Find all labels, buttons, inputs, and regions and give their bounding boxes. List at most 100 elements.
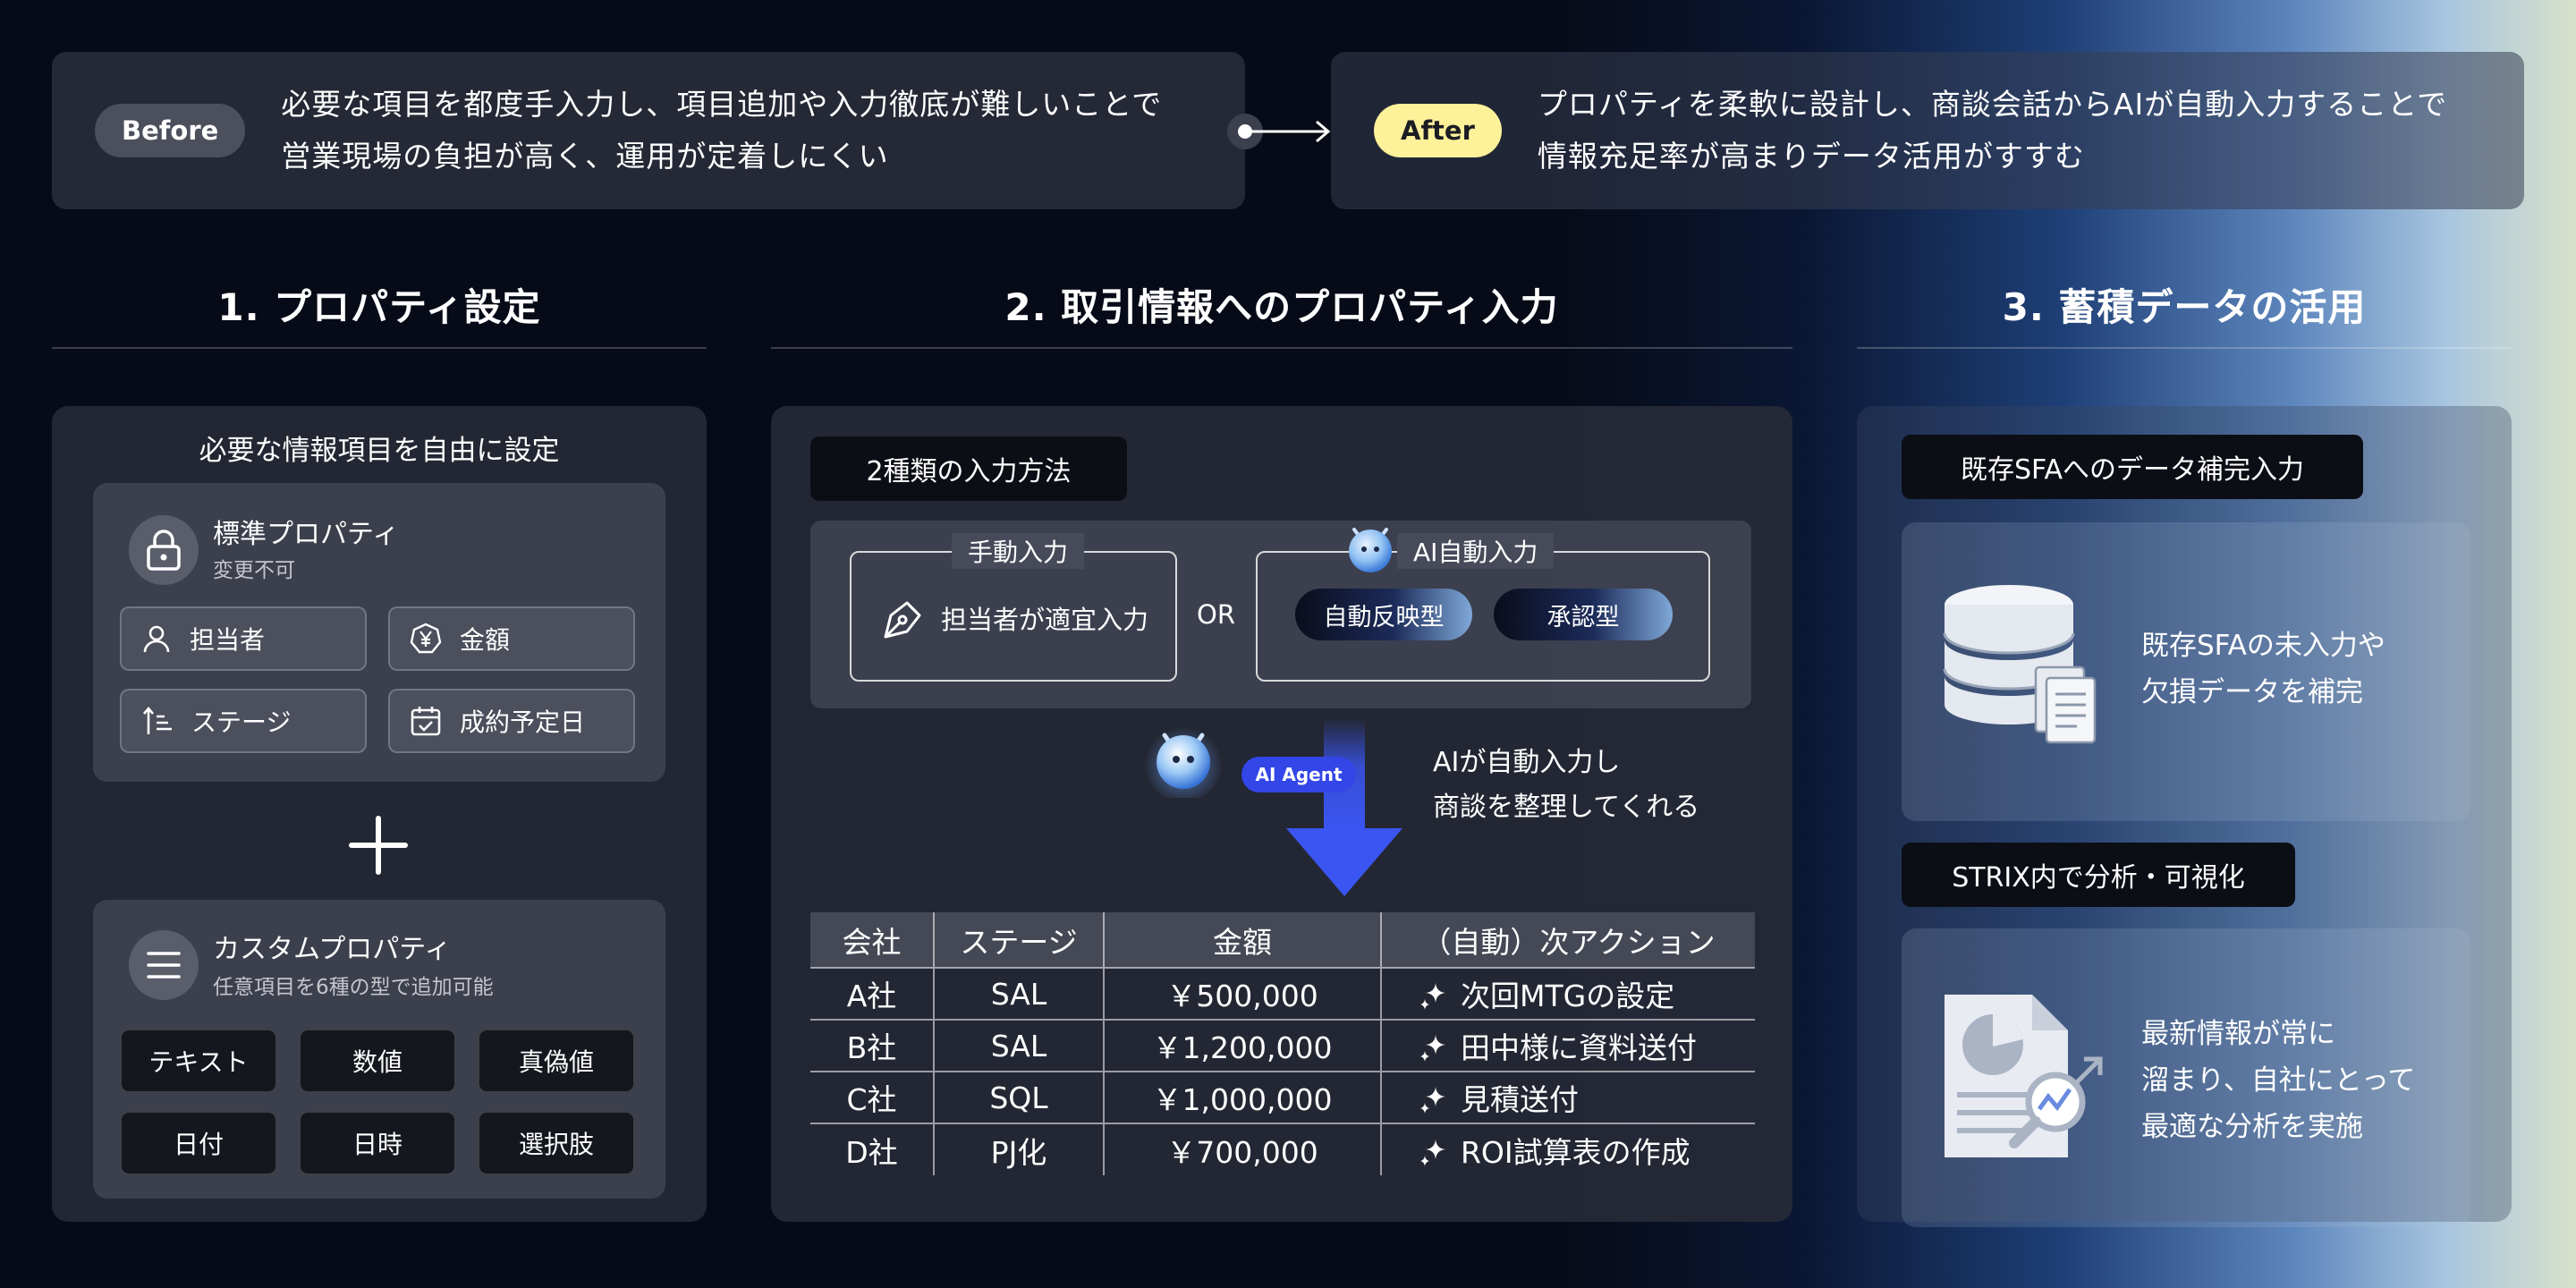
column-header-amount: 金額	[1103, 912, 1381, 968]
analysis-text: 最新情報が常に 溜まり、自社にとって 最適な分析を実施	[2141, 1011, 2415, 1150]
cell-next-action: ROI試算表の作成	[1380, 1123, 1755, 1175]
table-row[interactable]: A社 SAL ￥500,000 次回MTGの設定	[810, 967, 1755, 1020]
sfa-supplement-text-line2: 欠損データを補完	[2141, 676, 2363, 708]
before-after-arrow-icon	[1227, 114, 1331, 149]
pen-icon	[884, 601, 921, 639]
table-row[interactable]: C社 SQL ￥1,000,000 見積送付	[810, 1071, 1755, 1123]
property-assignee[interactable]: 担当者	[120, 606, 367, 671]
analysis-card: 最新情報が常に 溜まり、自社にとって 最適な分析を実施	[1902, 928, 2470, 1227]
section-title-property-setting: 1. プロパティ設定	[52, 277, 707, 349]
property-setting-heading: 必要な情報項目を自由に設定	[199, 435, 560, 467]
deals-table: 会社 ステージ 金額 （自動）次アクション A社 SAL ￥500,000 次回…	[810, 912, 1755, 1175]
plus-icon	[349, 816, 408, 875]
section-title-data-usage: 3. 蓄積データの活用	[1857, 277, 2512, 349]
property-stage-label: ステージ	[191, 708, 292, 737]
input-methods-tag: 2種類の入力方法	[810, 436, 1127, 501]
stage-list-icon	[143, 706, 172, 734]
property-assignee-label: 担当者	[190, 625, 266, 655]
property-close-date[interactable]: 成約予定日	[388, 689, 635, 753]
analysis-text-line2: 溜まり、自社にとって	[2141, 1064, 2416, 1097]
ai-agent-description-line2: 商談を整理してくれる	[1433, 792, 1700, 823]
standard-property-note: 変更不可	[213, 559, 295, 582]
cell-stage: SAL	[933, 1019, 1104, 1072]
table-row[interactable]: B社 SAL ￥1,200,000 田中様に資料送付	[810, 1019, 1755, 1072]
after-box: After プロパティを柔軟に設計し、商談会話からAIが自動入力することで 情報…	[1331, 52, 2524, 209]
ai-agent-description: AIが自動入力し 商談を整理してくれる	[1433, 741, 1699, 830]
custom-property-note: 任意項目を6種の型で追加可能	[213, 976, 494, 999]
before-badge: Before	[95, 104, 246, 157]
calendar-check-icon	[411, 707, 441, 736]
cell-amount: ￥500,000	[1103, 967, 1381, 1020]
after-text-line2: 情報充足率が高まりデータ活用がすすむ	[1537, 139, 2085, 174]
cell-company: D社	[810, 1123, 934, 1175]
property-close-date-label: 成約予定日	[460, 708, 586, 737]
type-date-button[interactable]: 日付	[120, 1111, 277, 1175]
analysis-tag: STRIX内で分析・可視化	[1902, 843, 2295, 907]
mode-auto-apply-button[interactable]: 自動反映型	[1295, 589, 1472, 640]
type-datetime-button[interactable]: 日時	[299, 1111, 456, 1175]
sfa-supplement-text-line1: 既存SFAの未入力や	[2141, 630, 2385, 662]
after-badge: After	[1374, 104, 1502, 157]
standard-property-card: 標準プロパティ 変更不可 担当者 金額 ステージ	[93, 483, 665, 782]
or-label: OR	[1197, 599, 1235, 630]
next-action-text: 見積送付	[1461, 1082, 1579, 1117]
lock-icon	[129, 515, 199, 585]
deal-input-panel: 2種類の入力方法 手動入力 担当者が適宜入力 OR	[771, 406, 1792, 1222]
before-text-line1: 必要な項目を都度手入力し、項目追加や入力徹底が難しいことで	[281, 87, 1163, 122]
cell-amount: ￥1,200,000	[1103, 1019, 1381, 1072]
cell-stage: SQL	[933, 1071, 1104, 1123]
cell-company: A社	[810, 967, 934, 1020]
down-arrow-icon	[1286, 717, 1402, 896]
manual-input-box[interactable]: 手動入力 担当者が適宜入力	[850, 533, 1177, 682]
standard-property-title: 標準プロパティ	[213, 519, 400, 550]
cell-amount: ￥700,000	[1103, 1123, 1381, 1175]
before-text: 必要な項目を都度手入力し、項目追加や入力徹底が難しいことで 営業現場の負担が高く…	[281, 79, 1162, 182]
deals-table-header: 会社 ステージ 金額 （自動）次アクション	[810, 912, 1755, 968]
custom-property-card: カスタムプロパティ 任意項目を6種の型で追加可能 テキスト 数値 真偽値 日付 …	[93, 900, 665, 1199]
sparkle-icon	[1420, 1087, 1445, 1114]
after-text: プロパティを柔軟に設計し、商談会話からAIが自動入力することで 情報充足率が高ま…	[1538, 79, 2447, 182]
ai-agent-mascot-icon	[1144, 723, 1223, 798]
property-stage[interactable]: ステージ	[120, 689, 367, 753]
sparkle-icon	[1420, 1139, 1445, 1166]
before-text-line2: 営業現場の負担が高く、運用が定着しにくい	[281, 139, 889, 174]
ai-agent-description-line1: AIが自動入力し	[1433, 747, 1621, 778]
cell-next-action: 次回MTGの設定	[1380, 967, 1755, 1020]
property-setting-panel: 必要な情報項目を自由に設定 標準プロパティ 変更不可 担当者 金額	[52, 406, 707, 1222]
report-analytics-icon	[1945, 995, 2103, 1157]
after-text-line1: プロパティを柔軟に設計し、商談会話からAIが自動入力することで	[1537, 87, 2448, 122]
mode-approval-button[interactable]: 承認型	[1494, 589, 1673, 640]
type-boolean-button[interactable]: 真偽値	[478, 1029, 635, 1093]
ai-mascot-icon	[1349, 528, 1392, 572]
cell-next-action: 田中様に資料送付	[1380, 1019, 1755, 1072]
next-action-text: 田中様に資料送付	[1461, 1030, 1697, 1065]
cell-next-action: 見積送付	[1380, 1071, 1755, 1123]
next-action-text: 次回MTGの設定	[1461, 979, 1675, 1013]
type-select-button[interactable]: 選択肢	[478, 1111, 635, 1175]
ai-agent-badge: AI Agent	[1241, 757, 1356, 792]
data-usage-panel: 既存SFAへのデータ補完入力 既存SFAの未入力や 欠損データを補完 STRIX…	[1857, 406, 2512, 1227]
cell-company: C社	[810, 1071, 934, 1123]
table-row[interactable]: D社 PJ化 ￥700,000 ROI試算表の作成	[810, 1123, 1755, 1175]
sfa-supplement-tag: 既存SFAへのデータ補完入力	[1902, 435, 2363, 499]
next-action-text: ROI試算表の作成	[1461, 1134, 1690, 1170]
sparkle-icon	[1420, 1035, 1445, 1062]
analysis-text-line1: 最新情報が常に	[2141, 1018, 2335, 1050]
input-methods-area: 手動入力 担当者が適宜入力 OR	[810, 521, 1751, 708]
cell-stage: SAL	[933, 967, 1104, 1020]
cell-amount: ￥1,000,000	[1103, 1071, 1381, 1123]
manual-input-text: 担当者が適宜入力	[941, 605, 1149, 635]
analysis-text-line3: 最適な分析を実施	[2141, 1111, 2363, 1143]
sfa-supplement-card: 既存SFAの未入力や 欠損データを補完	[1902, 522, 2470, 821]
ai-input-box[interactable]: AI自動入力 自動反映型 承認型	[1256, 528, 1710, 682]
type-number-button[interactable]: 数値	[299, 1029, 456, 1093]
type-text-button[interactable]: テキスト	[120, 1029, 277, 1093]
ai-input-legend: AI自動入力	[1397, 533, 1555, 569]
property-amount[interactable]: 金額	[388, 606, 635, 671]
database-document-icon	[1943, 585, 2097, 744]
manual-input-legend: 手動入力	[952, 533, 1085, 569]
yen-coin-icon	[410, 623, 442, 654]
column-header-stage: ステージ	[933, 912, 1104, 968]
menu-lines-icon	[129, 930, 199, 1000]
column-header-next-action: （自動）次アクション	[1380, 912, 1755, 968]
